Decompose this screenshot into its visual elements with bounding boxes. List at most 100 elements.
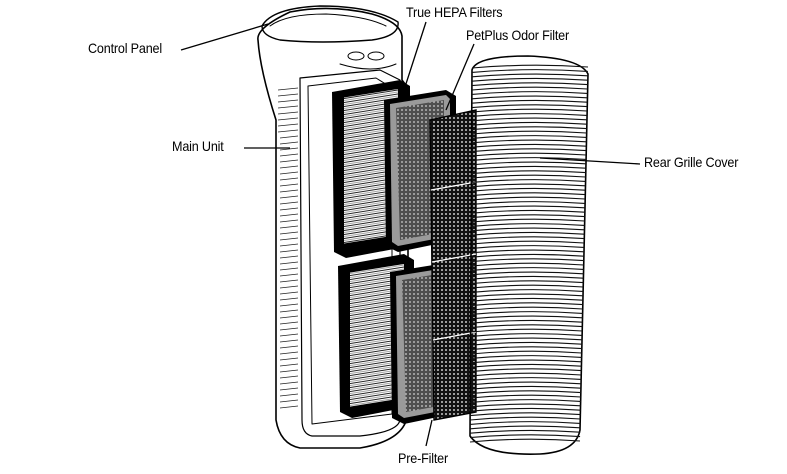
control-button (367, 51, 385, 61)
grille-slat (470, 363, 582, 368)
grille-slat (470, 249, 585, 254)
grille-slat (471, 218, 585, 223)
grille-slat (471, 214, 585, 219)
grille-slat (471, 165, 586, 170)
grille-slat (470, 350, 582, 355)
grille-slat (470, 262, 584, 267)
grille-slat (471, 223, 585, 227)
control-panel-top (261, 5, 399, 43)
grille-slat (471, 143, 587, 148)
grille-slat (471, 73, 588, 78)
grille-slat (470, 302, 583, 307)
grille-slat (470, 284, 584, 289)
label-petplus-odor-filter: PetPlus Odor Filter (466, 27, 570, 43)
label-rear-grille-cover: Rear Grille Cover (644, 154, 739, 170)
grille-slat (471, 205, 586, 210)
grille-slat (470, 346, 583, 351)
grille-slat (471, 117, 587, 122)
grille-slat (471, 82, 588, 87)
grille-slat (471, 201, 586, 205)
grille-slat (471, 192, 586, 197)
grille-slat (470, 421, 581, 425)
grille-slat (469, 434, 581, 439)
grille-slat (470, 328, 583, 333)
grille-slat (471, 130, 587, 135)
grille-slat (471, 187, 586, 192)
grille-slat (471, 236, 585, 241)
grille-slat (471, 135, 587, 139)
grille-slat (471, 148, 587, 153)
grille-slat (471, 64, 589, 69)
grille-slat (471, 104, 588, 109)
grille-slat (471, 95, 588, 100)
grille-slat (470, 394, 581, 399)
grille-slat (471, 86, 588, 91)
grille-slat (471, 126, 587, 131)
grille-slat (470, 372, 582, 377)
grille-slat (470, 306, 583, 311)
grille-slat (470, 293, 584, 298)
grille-slat (470, 280, 584, 285)
grille-slat (471, 69, 588, 73)
grille-slat (471, 77, 588, 82)
grille-slat (471, 209, 585, 214)
grille-slat (470, 271, 584, 276)
grille-slat (470, 385, 582, 390)
grille-slat (470, 337, 583, 342)
grille-slat (470, 355, 582, 359)
grille-slat (471, 170, 586, 175)
petplus-odor-filter (429, 109, 477, 421)
grille-slat (471, 179, 586, 183)
grille-slat (471, 231, 585, 236)
grille-slat (471, 183, 586, 188)
grille-slat (470, 297, 584, 302)
grille-slat (471, 91, 588, 95)
grille-slat (470, 390, 582, 395)
grille-slat (471, 121, 587, 126)
grille-slat (470, 377, 582, 381)
main-unit-side-vents (277, 87, 299, 409)
grille-slat (471, 227, 585, 232)
grille-slat (471, 240, 585, 245)
grille-slat (470, 368, 582, 373)
control-button (347, 51, 365, 61)
grille-slat (470, 275, 584, 280)
grille-slat (470, 333, 583, 337)
grille-slat (471, 174, 586, 179)
grille-slat (470, 315, 583, 320)
grille-slat (469, 438, 581, 443)
leader-lines (180, 21, 641, 447)
label-true-hepa-filters: True HEPA Filters (406, 4, 503, 20)
grille-slat (471, 113, 588, 117)
grille-slat (470, 311, 583, 315)
grille-slat (470, 341, 583, 346)
grille-slat (469, 429, 581, 434)
label-main-unit: Main Unit (172, 138, 224, 154)
grille-slat (470, 359, 582, 364)
grille-slat (471, 139, 587, 144)
grille-slat (471, 157, 587, 161)
grille-slat (470, 407, 581, 412)
grille-slat (470, 319, 583, 324)
grille-slat (470, 425, 581, 430)
grille-slat (471, 161, 586, 166)
grille-slat (471, 99, 588, 104)
label-pre-filter: Pre-Filter (398, 450, 449, 466)
grille-slat (470, 381, 582, 386)
grille-slat (470, 324, 583, 329)
grille-slat (470, 416, 581, 421)
grille-slat (470, 399, 581, 403)
grille-slat (471, 152, 587, 157)
grille-slat (471, 196, 586, 201)
grille-slat (470, 258, 584, 263)
label-control-panel: Control Panel (88, 40, 163, 56)
grille-slat (470, 289, 584, 293)
rear-grille-cover (469, 55, 589, 455)
grille-slat (470, 253, 584, 258)
grille-slat (471, 108, 588, 113)
grille-slat (470, 245, 585, 249)
grille-slat (470, 267, 584, 271)
grille-slat (470, 403, 581, 408)
grille-slat (470, 412, 581, 417)
